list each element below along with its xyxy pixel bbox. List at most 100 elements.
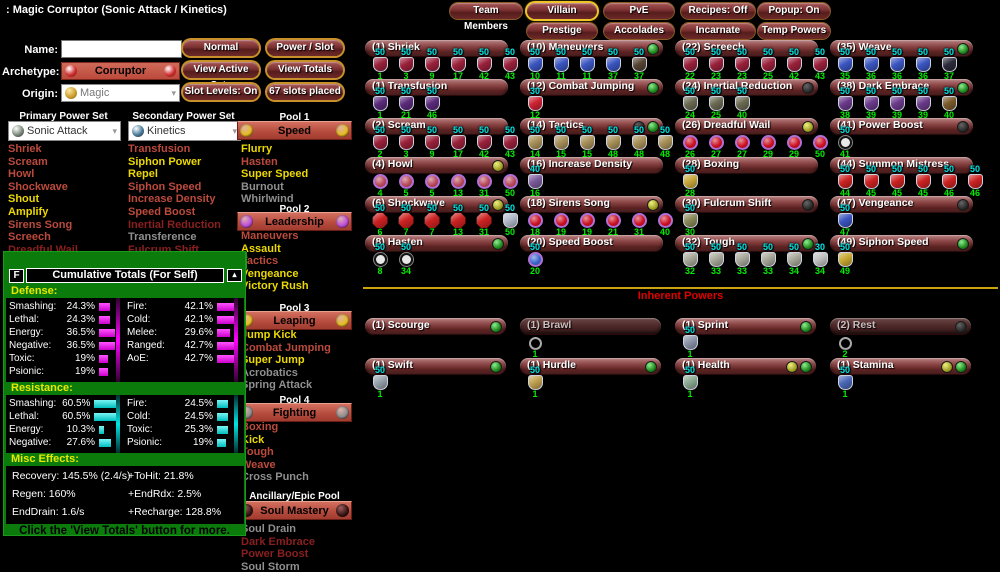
epic-power-dark-embrace[interactable]: Dark Embrace <box>241 535 315 548</box>
power-bar--1-stamina[interactable]: (1) Stamina <box>830 358 971 374</box>
secondary-power-siphon-speed[interactable]: Siphon Speed <box>128 180 202 193</box>
epic-power-power-boost[interactable]: Power Boost <box>241 548 309 561</box>
green-status-dot[interactable] <box>800 321 812 333</box>
pool-power-tough[interactable]: Tough <box>241 446 274 459</box>
pool-power-jump-kick[interactable]: Jump Kick <box>241 329 297 341</box>
enhancement-slot[interactable]: 50 <box>497 165 523 198</box>
enhancement-slot[interactable]: 27 <box>729 126 755 159</box>
enhancement-slot[interactable]: 19 <box>574 204 600 237</box>
green-status-dot[interactable] <box>647 121 659 133</box>
pool-1-dropdown[interactable]: Speed <box>237 121 352 140</box>
top-button-incarnate-powers[interactable]: Incarnate Powers <box>681 23 755 52</box>
pool-power-weave[interactable]: Weave <box>241 458 276 471</box>
enhancement-slot[interactable]: 26 <box>677 126 703 159</box>
secondary-set-dropdown[interactable]: Kinetics▾ <box>128 121 241 141</box>
green-status-dot[interactable] <box>647 43 659 55</box>
enhancement-slot[interactable]: 40 <box>652 204 678 237</box>
power-bar--1-hurdle[interactable]: (1) Hurdle <box>520 358 661 374</box>
pool-power-vengeance[interactable]: Vengeance <box>241 267 299 280</box>
green-status-dot[interactable] <box>957 82 969 94</box>
dark-status-dot[interactable] <box>802 82 814 94</box>
power-bar--16-increase-density[interactable]: (16) Increase Density <box>520 157 663 173</box>
power-bar--1-shriek[interactable]: (1) Shriek <box>365 40 508 56</box>
enhancement-slot[interactable]: 50 <box>807 126 833 159</box>
enhancement-slot[interactable]: 13 <box>445 165 471 198</box>
green-status-dot[interactable] <box>802 238 814 250</box>
top-button-accolades[interactable]: Accolades <box>604 23 674 39</box>
enhancement-slot[interactable]: 18 <box>522 204 548 237</box>
button-normal[interactable]: Normal <box>183 40 259 56</box>
green-status-dot[interactable] <box>957 43 969 55</box>
power-bar--20-speed-boost[interactable]: (20) Speed Boost <box>520 235 663 251</box>
enhancement-slot[interactable]: 19 <box>548 204 574 237</box>
power-bar--14-tactics[interactable]: (14) Tactics <box>520 118 663 134</box>
power-bar--24-inertial-reduction[interactable]: (24) Inertial Reduction <box>675 79 818 95</box>
button-67-slots-placed[interactable]: 67 slots placed <box>267 84 343 100</box>
secondary-power-increase-density[interactable]: Increase Density <box>128 193 216 206</box>
power-bar--47-vengeance[interactable]: (47) Vengeance <box>830 196 973 212</box>
power-bar--30-fulcrum-shift[interactable]: (30) Fulcrum Shift <box>675 196 818 212</box>
secondary-power-speed-boost[interactable]: Speed Boost <box>128 206 196 218</box>
green-status-dot[interactable] <box>955 361 967 373</box>
dark-status-dot[interactable] <box>957 199 969 211</box>
green-status-dot[interactable] <box>492 238 504 250</box>
pool-power-boxing[interactable]: Boxing <box>241 421 279 433</box>
power-bar--32-tough[interactable]: (32) Tough <box>675 235 818 251</box>
primary-power-screech[interactable]: Screech <box>8 231 51 244</box>
pool-power-hasten[interactable]: Hasten <box>241 155 278 168</box>
enhancement-slot[interactable]: 5 <box>419 165 445 198</box>
epic-power-soul-drain[interactable]: Soul Drain <box>241 523 297 535</box>
pool-power-combat-jumping[interactable]: Combat Jumping <box>241 341 331 354</box>
dark-status-dot[interactable] <box>802 199 814 211</box>
primary-power-shockwave[interactable]: Shockwave <box>8 180 68 193</box>
power-bar--1-swift[interactable]: (1) Swift <box>365 358 506 374</box>
yellow-status-dot[interactable] <box>647 199 659 211</box>
power-bar--4-howl[interactable]: (4) Howl <box>365 157 508 173</box>
dark-status-dot[interactable] <box>633 121 645 133</box>
pool-power-super-speed[interactable]: Super Speed <box>241 168 309 181</box>
power-bar--1-brawl[interactable]: (1) Brawl <box>520 318 661 334</box>
secondary-power-siphon-power[interactable]: Siphon Power <box>128 155 202 168</box>
green-status-dot[interactable] <box>645 361 657 373</box>
power-bar--38-dark-embrace[interactable]: (38) Dark Embrace <box>830 79 973 95</box>
pool-power-maneuvers[interactable]: Maneuvers <box>241 230 299 242</box>
top-button-temp-powers[interactable]: Temp Powers <box>758 23 830 39</box>
epic-pool-dropdown[interactable]: Soul Mastery <box>237 501 352 520</box>
yellow-status-dot[interactable] <box>941 361 953 373</box>
secondary-power-transference[interactable]: Transference <box>128 231 197 244</box>
power-bar--1-transfusion[interactable]: (1) Transfusion <box>365 79 508 95</box>
power-bar--10-maneuvers[interactable]: (10) Maneuvers <box>520 40 663 56</box>
top-button-prestige-powers[interactable]: Prestige Powers <box>527 23 597 52</box>
pool-2-dropdown[interactable]: Leadership <box>237 212 352 231</box>
